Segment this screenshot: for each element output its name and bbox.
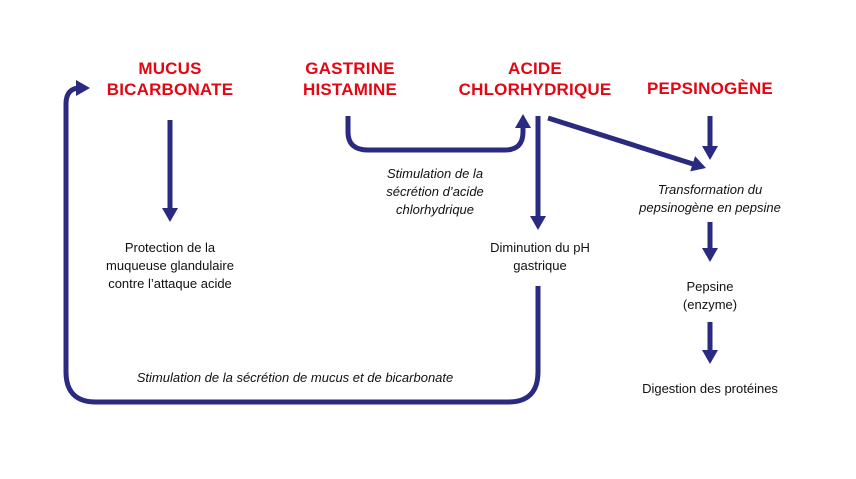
arrow-gastrine-to-acide-head bbox=[515, 114, 531, 128]
arrow-transformation-to-pepsine-head bbox=[702, 248, 718, 262]
arrow-acide-to-ph-head bbox=[530, 216, 546, 230]
arrow-pepsinogene-to-transformation-head bbox=[702, 146, 718, 160]
heading-mucus-bicarbonate: MUCUS BICARBONATE bbox=[106, 59, 234, 99]
label-digestion-proteines: Digestion des protéines bbox=[642, 381, 778, 396]
label-transformation-pepsine: Transformation du pepsinogène en pepsine bbox=[639, 182, 781, 215]
label-stimulation-mucus-bicarbonate: Stimulation de la sécrétion de mucus et … bbox=[136, 370, 454, 385]
label-stimulation-acide: Stimulation de la sécrétion d’acide chlo… bbox=[386, 166, 484, 217]
arrow-acide-to-transformation-head bbox=[690, 156, 706, 172]
arrow-ph-loop-to-mucus-head bbox=[76, 80, 90, 96]
arrow-pepsine-to-digestion-head bbox=[702, 350, 718, 364]
arrow-acide-to-transformation-line bbox=[547, 115, 694, 167]
label-diminution-ph: Diminution du pH gastrique bbox=[490, 240, 590, 273]
arrow-gastrine-to-acide-line bbox=[345, 116, 526, 153]
heading-acide-chlorhydrique: ACIDE CHLORHYDRIQUE bbox=[458, 59, 612, 99]
heading-gastrine-histamine: GASTRINE HISTAMINE bbox=[302, 59, 398, 99]
arrow-ph-loop-to-mucus-line bbox=[63, 85, 541, 405]
arrow-mucus-to-protection-head bbox=[162, 208, 178, 222]
heading-pepsinogene: PEPSINOGÈNE bbox=[647, 79, 773, 98]
label-pepsine-enzyme: Pepsine (enzyme) bbox=[682, 279, 738, 312]
label-protection-muqueuse: Protection de la muqueuse glandulaire co… bbox=[106, 240, 234, 291]
